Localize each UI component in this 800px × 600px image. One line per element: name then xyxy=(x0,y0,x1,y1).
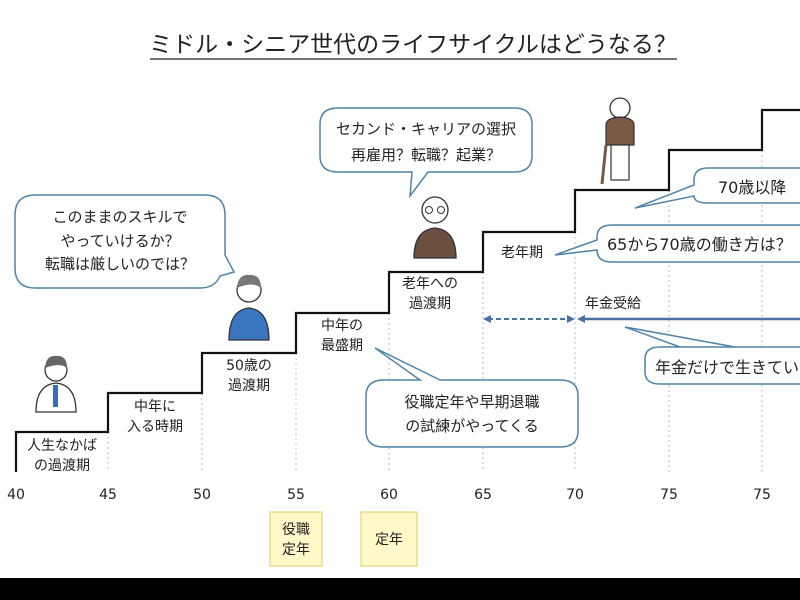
tick-label: 65 xyxy=(474,487,492,503)
tick-label: 75 xyxy=(660,487,678,503)
stage-label: 人生なかば xyxy=(27,438,97,454)
speech-bubble-trials: 役職定年や早期退職 の試練がやってくる xyxy=(365,347,579,448)
tick-label: 55 xyxy=(287,487,305,503)
speech-bubble-skills: このままのスキルで やっていけるか？ 転職は厳しいのでは？ xyxy=(14,194,236,289)
stage-label: 中年に xyxy=(134,399,176,415)
marker-retirement: 定年 xyxy=(360,511,418,567)
svg-text:定年: 定年 xyxy=(375,532,403,548)
stage-label: 入る時期 xyxy=(127,419,183,435)
pension-label: 年金受給 xyxy=(585,296,641,312)
svg-text:このままのスキルで: このままのスキルで xyxy=(52,208,187,226)
stage-label: の過渡期 xyxy=(34,458,90,474)
svg-text:やっていけるか？: やっていけるか？ xyxy=(60,232,179,250)
stage-label: 過渡期 xyxy=(228,378,270,394)
stage-labels: 人生なかば の過渡期 中年に 入る時期 50歳の 過渡期 中年の 最盛期 老年へ… xyxy=(27,245,543,474)
stage-label: 過渡期 xyxy=(409,296,451,312)
marker-post-retirement: 役職 定年 xyxy=(269,511,323,567)
speech-bubble-career: セカンド・キャリアの選択 再雇用？転職？起業？ xyxy=(319,107,533,199)
svg-text:役職: 役職 xyxy=(282,522,310,538)
stage-label: 最盛期 xyxy=(321,338,363,354)
life-stairs xyxy=(14,108,800,472)
speech-bubble-pension-only: 年金だけで生きてい xyxy=(624,326,800,385)
page-title: ミドル・シニア世代のライフサイクルはどうなる？ xyxy=(149,32,677,58)
tick-label: 70 xyxy=(566,487,584,503)
man-arms-crossed-illustration xyxy=(35,355,77,413)
svg-text:の試練がやってくる: の試練がやってくる xyxy=(405,417,539,435)
tick-label: 40 xyxy=(7,487,25,503)
svg-text:再雇用？転職？起業？: 再雇用？転職？起業？ xyxy=(351,146,501,164)
tick-label: 45 xyxy=(99,487,117,503)
old-man-with-cane-illustration xyxy=(600,97,635,185)
man-blue-sweater-illustration xyxy=(228,274,270,341)
age-axis: 40 45 50 55 60 65 70 75 75 xyxy=(7,487,771,503)
old-man-thinking-illustration xyxy=(413,196,457,259)
speech-bubble-work-65-70: 65から70歳の働き方は？ xyxy=(554,224,800,263)
tick-label: 75 xyxy=(753,487,771,503)
svg-text:定年: 定年 xyxy=(282,542,310,558)
speech-bubble-after-70: 70歳以降 xyxy=(634,167,800,209)
svg-text:70歳以降: 70歳以降 xyxy=(718,178,786,197)
svg-text:年金だけで生きてい: 年金だけで生きてい xyxy=(655,358,799,377)
stage-label: 老年期 xyxy=(501,245,543,261)
svg-text:転職は厳しいのでは？: 転職は厳しいのでは？ xyxy=(45,255,195,273)
stage-label: 50歳の xyxy=(226,358,272,374)
svg-text:セカンド・キャリアの選択: セカンド・キャリアの選択 xyxy=(336,120,516,138)
svg-text:役職定年や早期退職: 役職定年や早期退職 xyxy=(404,393,539,411)
tick-label: 60 xyxy=(380,487,398,503)
stage-label: 老年への xyxy=(402,276,458,292)
pension-arrows: 年金受給 xyxy=(483,296,800,323)
svg-text:65から70歳の働き方は？: 65から70歳の働き方は？ xyxy=(607,235,792,254)
bottom-bar xyxy=(0,578,800,600)
stage-label: 中年の xyxy=(321,318,363,334)
tick-label: 50 xyxy=(193,487,211,503)
